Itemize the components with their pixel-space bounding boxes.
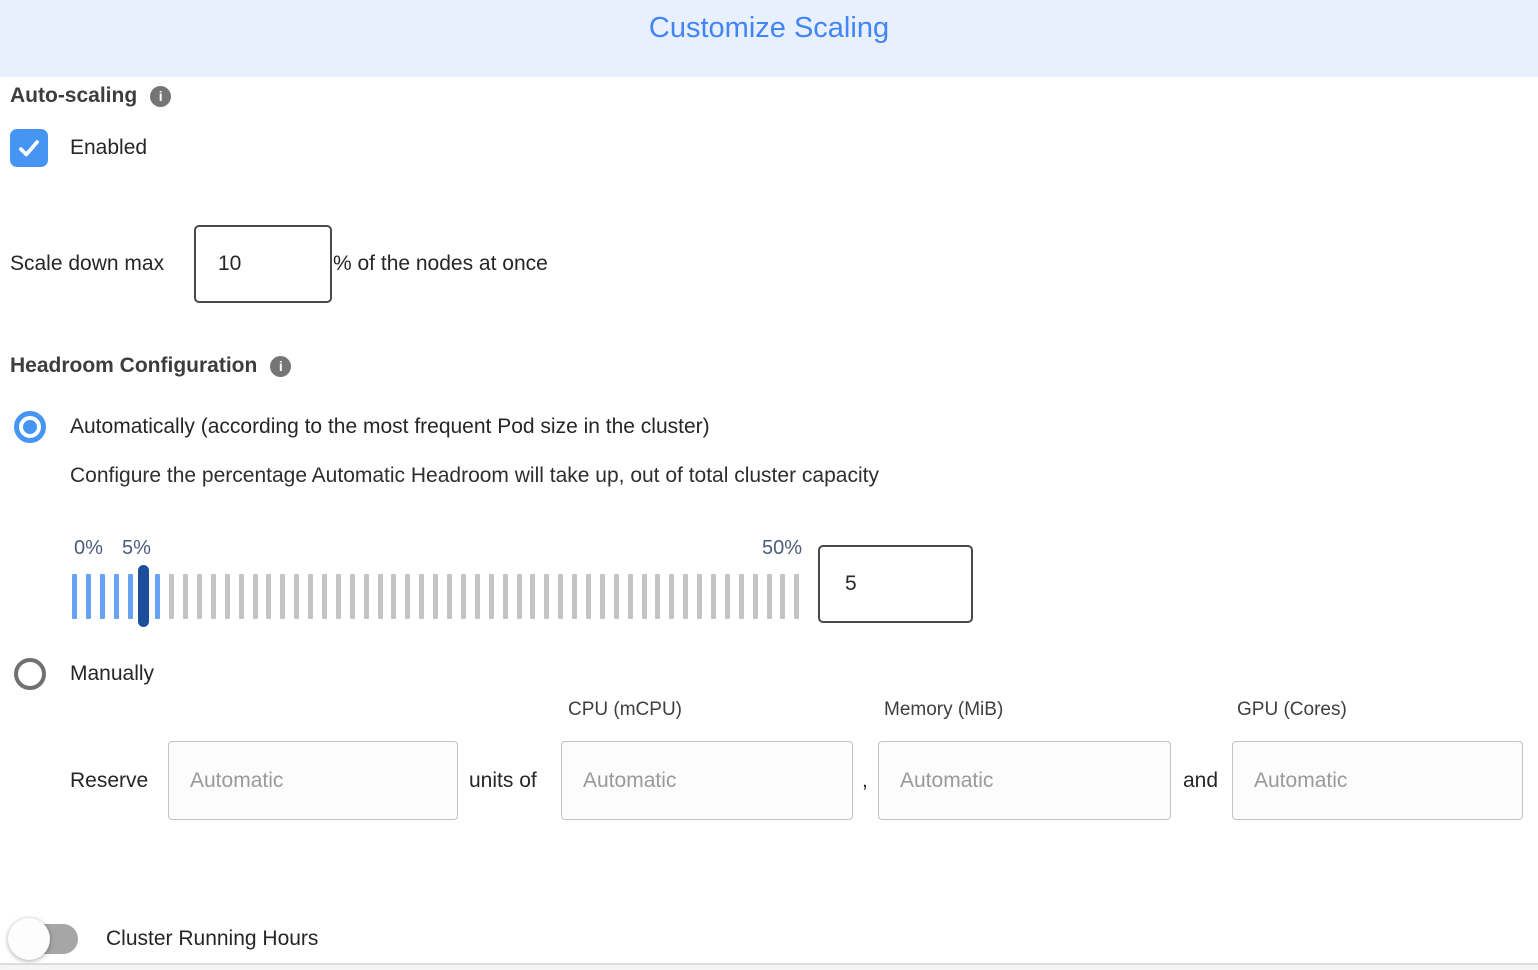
panel-title: Customize Scaling: [648, 12, 890, 44]
auto-scaling-label: Auto-scaling: [10, 84, 138, 107]
slider-tick: [252, 573, 258, 619]
slider-tick: [627, 573, 633, 619]
reserve-amount-input[interactable]: [168, 741, 458, 820]
info-icon[interactable]: i: [270, 355, 292, 377]
slider-tick: [308, 573, 314, 619]
manual-radio[interactable]: [14, 658, 46, 690]
slider-tick: [794, 573, 800, 619]
slider-min-label: 0%: [74, 537, 103, 559]
slider-tick: [266, 573, 272, 619]
and-separator: and: [1183, 768, 1219, 792]
memory-column-header: Memory (MiB): [884, 699, 1004, 720]
scale-down-prefix-label: Scale down max: [10, 252, 165, 275]
slider-handle[interactable]: [138, 565, 149, 627]
slider-tick: [377, 573, 383, 619]
slider-tick: [488, 573, 494, 619]
slider-tick: [641, 573, 647, 619]
headroom-automatic-option: Automatically (according to the most fre…: [14, 411, 710, 443]
slider-ticks[interactable]: [72, 565, 800, 627]
slider-tick: [752, 573, 758, 619]
headroom-manual-option: Manually: [14, 658, 154, 690]
headroom-description: Configure the percentage Automatic Headr…: [70, 464, 879, 487]
slider-tick: [738, 573, 744, 619]
slider-tick: [572, 573, 578, 619]
manual-radio-label: Manually: [70, 662, 155, 685]
slider-tick: [697, 573, 703, 619]
check-icon: [19, 140, 39, 157]
headroom-header: Headroom Configuration i: [10, 354, 292, 378]
slider-max-label: 50%: [761, 537, 802, 559]
slider-tick: [391, 573, 397, 619]
bottom-divider: [0, 963, 1538, 970]
toggle-knob-icon: [8, 918, 50, 960]
slider-tick: [127, 573, 133, 619]
slider-current-label: 5%: [122, 537, 151, 559]
slider-tick: [530, 573, 536, 619]
reserve-gpu-input[interactable]: [1232, 741, 1523, 820]
automatic-radio-label: Automatically (according to the most fre…: [70, 415, 710, 438]
cpu-column-header: CPU (mCPU): [568, 699, 682, 720]
slider-tick: [655, 573, 661, 619]
slider-tick: [724, 573, 730, 619]
slider-labels: 0% 5% 50%: [72, 537, 802, 563]
slider-tick: [99, 573, 105, 619]
scale-down-max-input[interactable]: [194, 225, 332, 303]
slider-tick: [210, 573, 216, 619]
auto-scaling-enabled-row: Enabled: [10, 129, 147, 167]
headroom-percentage-input[interactable]: [818, 545, 973, 623]
slider-tick: [280, 573, 286, 619]
slider-tick: [419, 573, 425, 619]
slider-tick: [349, 573, 355, 619]
units-of-label: units of: [469, 768, 537, 792]
slider-tick: [322, 573, 328, 619]
slider-tick: [113, 573, 119, 619]
cluster-running-hours-label: Cluster Running Hours: [106, 927, 319, 950]
info-icon[interactable]: i: [150, 85, 172, 107]
slider-tick: [447, 573, 453, 619]
scale-down-suffix-label: % of the nodes at once: [333, 252, 548, 275]
gpu-column-header: GPU (Cores): [1237, 699, 1347, 720]
slider-tick: [433, 573, 439, 619]
slider-tick: [474, 573, 480, 619]
reserve-cpu-input[interactable]: [561, 741, 853, 820]
slider-tick: [294, 573, 300, 619]
slider-tick: [780, 573, 786, 619]
headroom-label: Headroom Configuration: [10, 354, 258, 377]
automatic-radio[interactable]: [14, 411, 46, 443]
slider-tick: [405, 573, 411, 619]
headroom-percentage-slider: 0% 5% 50%: [72, 537, 802, 627]
scale-down-row: Scale down max % of the nodes at once: [10, 225, 548, 303]
panel-header: Customize Scaling: [0, 0, 1538, 77]
slider-tick: [710, 573, 716, 619]
slider-tick: [558, 573, 564, 619]
slider-tick: [85, 573, 91, 619]
slider-tick: [599, 573, 605, 619]
slider-tick: [613, 573, 619, 619]
enabled-label: Enabled: [70, 136, 148, 159]
slider-tick: [72, 573, 77, 619]
cluster-running-hours-row: Cluster Running Hours: [8, 916, 318, 962]
slider-tick: [183, 573, 189, 619]
slider-tick: [502, 573, 508, 619]
slider-tick: [516, 573, 522, 619]
reserve-memory-input[interactable]: [878, 741, 1171, 820]
slider-tick: [683, 573, 689, 619]
slider-tick: [238, 573, 244, 619]
slider-tick: [669, 573, 675, 619]
reserve-label: Reserve: [70, 768, 149, 792]
slider-tick: [363, 573, 369, 619]
slider-tick: [197, 573, 203, 619]
slider-tick: [169, 573, 175, 619]
slider-tick: [155, 573, 161, 619]
auto-scaling-header: Auto-scaling i: [10, 84, 172, 108]
enabled-checkbox[interactable]: [10, 129, 48, 167]
slider-tick: [766, 573, 772, 619]
slider-tick: [335, 573, 341, 619]
slider-tick: [224, 573, 230, 619]
cluster-running-hours-toggle[interactable]: [8, 916, 82, 962]
slider-tick: [585, 573, 591, 619]
comma-separator: ,: [862, 768, 868, 792]
slider-tick: [460, 573, 466, 619]
slider-tick: [544, 573, 550, 619]
